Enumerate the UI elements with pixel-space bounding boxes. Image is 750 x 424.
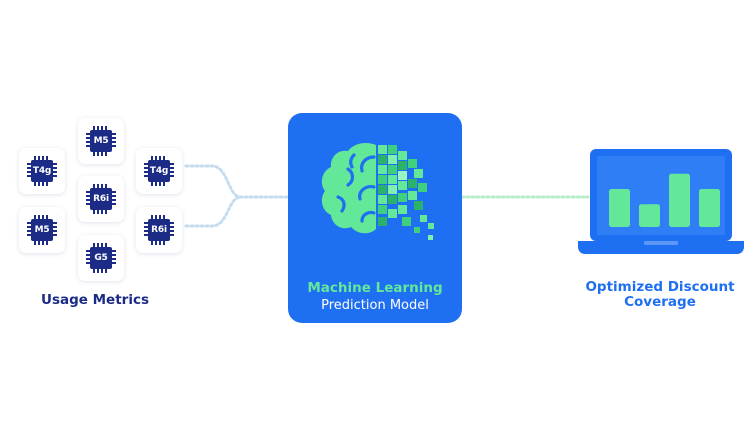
cpu-chip-icon <box>86 243 116 273</box>
chart-bar <box>609 189 630 227</box>
ml-model-subtitle: Prediction Model <box>321 298 429 313</box>
cpu-chip-icon <box>27 215 57 245</box>
instance-chip: R6i <box>136 207 182 253</box>
optimized-coverage-label-line2: Coverage <box>624 294 696 310</box>
instance-chip-label: R6i <box>151 225 167 235</box>
optimized-coverage-label-line1: Optimized Discount <box>585 279 735 295</box>
instance-chip: T4g <box>19 148 65 194</box>
chart-bar <box>669 173 690 227</box>
ml-model-title: Machine Learning <box>307 280 443 296</box>
chart-bar <box>639 204 660 227</box>
instance-chip: M5 <box>78 118 124 164</box>
instance-chip-label: T4g <box>32 166 52 176</box>
cpu-chip-icon <box>144 156 174 186</box>
usage-metrics-label: Usage Metrics <box>41 292 149 308</box>
instance-chip: T4g <box>136 148 182 194</box>
cpu-chip-icon <box>27 156 57 186</box>
instance-chip-label: M5 <box>93 136 109 146</box>
instance-chip: G5 <box>78 235 124 281</box>
chart-bar <box>699 189 720 227</box>
instance-chip-label: R6i <box>93 194 109 204</box>
laptop-icon <box>578 149 744 254</box>
brain-icon <box>321 143 434 240</box>
ml-model-card: Machine Learning Prediction Model <box>288 113 462 323</box>
instance-chip-label: M5 <box>34 225 50 235</box>
cpu-chip-icon <box>144 215 174 245</box>
bar-chart <box>609 173 720 227</box>
optimized-coverage-label: Optimized Discount Coverage <box>570 280 750 310</box>
instance-chip-label: G5 <box>94 253 108 263</box>
instance-chip: M5 <box>19 207 65 253</box>
instance-chip-label: T4g <box>149 166 169 176</box>
cpu-chip-icon <box>86 126 116 156</box>
instance-chip: R6i <box>78 176 124 222</box>
cpu-chip-icon <box>86 184 116 214</box>
